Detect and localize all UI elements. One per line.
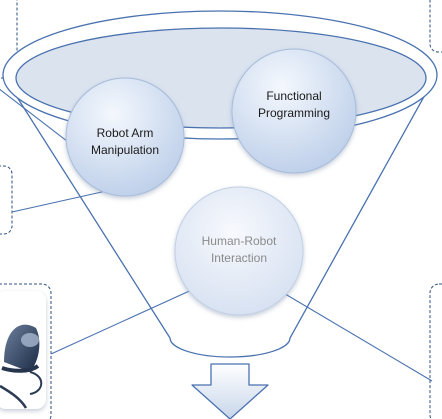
bubble-functional-line-2: Programming <box>258 106 330 120</box>
callout-box-bottom-right <box>429 283 442 419</box>
connector-hri-bottom-right <box>269 284 433 382</box>
bubble-robot-arm-line-1: Robot Arm <box>97 126 154 140</box>
callout-box-top-left <box>0 0 18 79</box>
bubble-hri-line-1: Human-Robot <box>202 234 277 248</box>
bubble-robot-arm: Robot Arm Manipulation <box>65 77 185 197</box>
robot-image <box>0 291 46 409</box>
down-arrow-icon <box>191 363 269 419</box>
connector-hri-bottom-left <box>50 282 208 355</box>
callout-box-top-right <box>429 0 442 53</box>
bubble-hri-line-2: Interaction <box>211 251 267 265</box>
callout-box-mid-left <box>0 165 13 235</box>
callout-box-bottom-left <box>0 283 52 419</box>
bubble-functional-line-1: Functional <box>266 89 321 103</box>
bubble-robot-arm-line-2: Manipulation <box>91 143 159 157</box>
bubble-hri: Human-Robot Interaction <box>174 186 304 316</box>
bubble-functional: Functional Programming <box>231 48 357 174</box>
